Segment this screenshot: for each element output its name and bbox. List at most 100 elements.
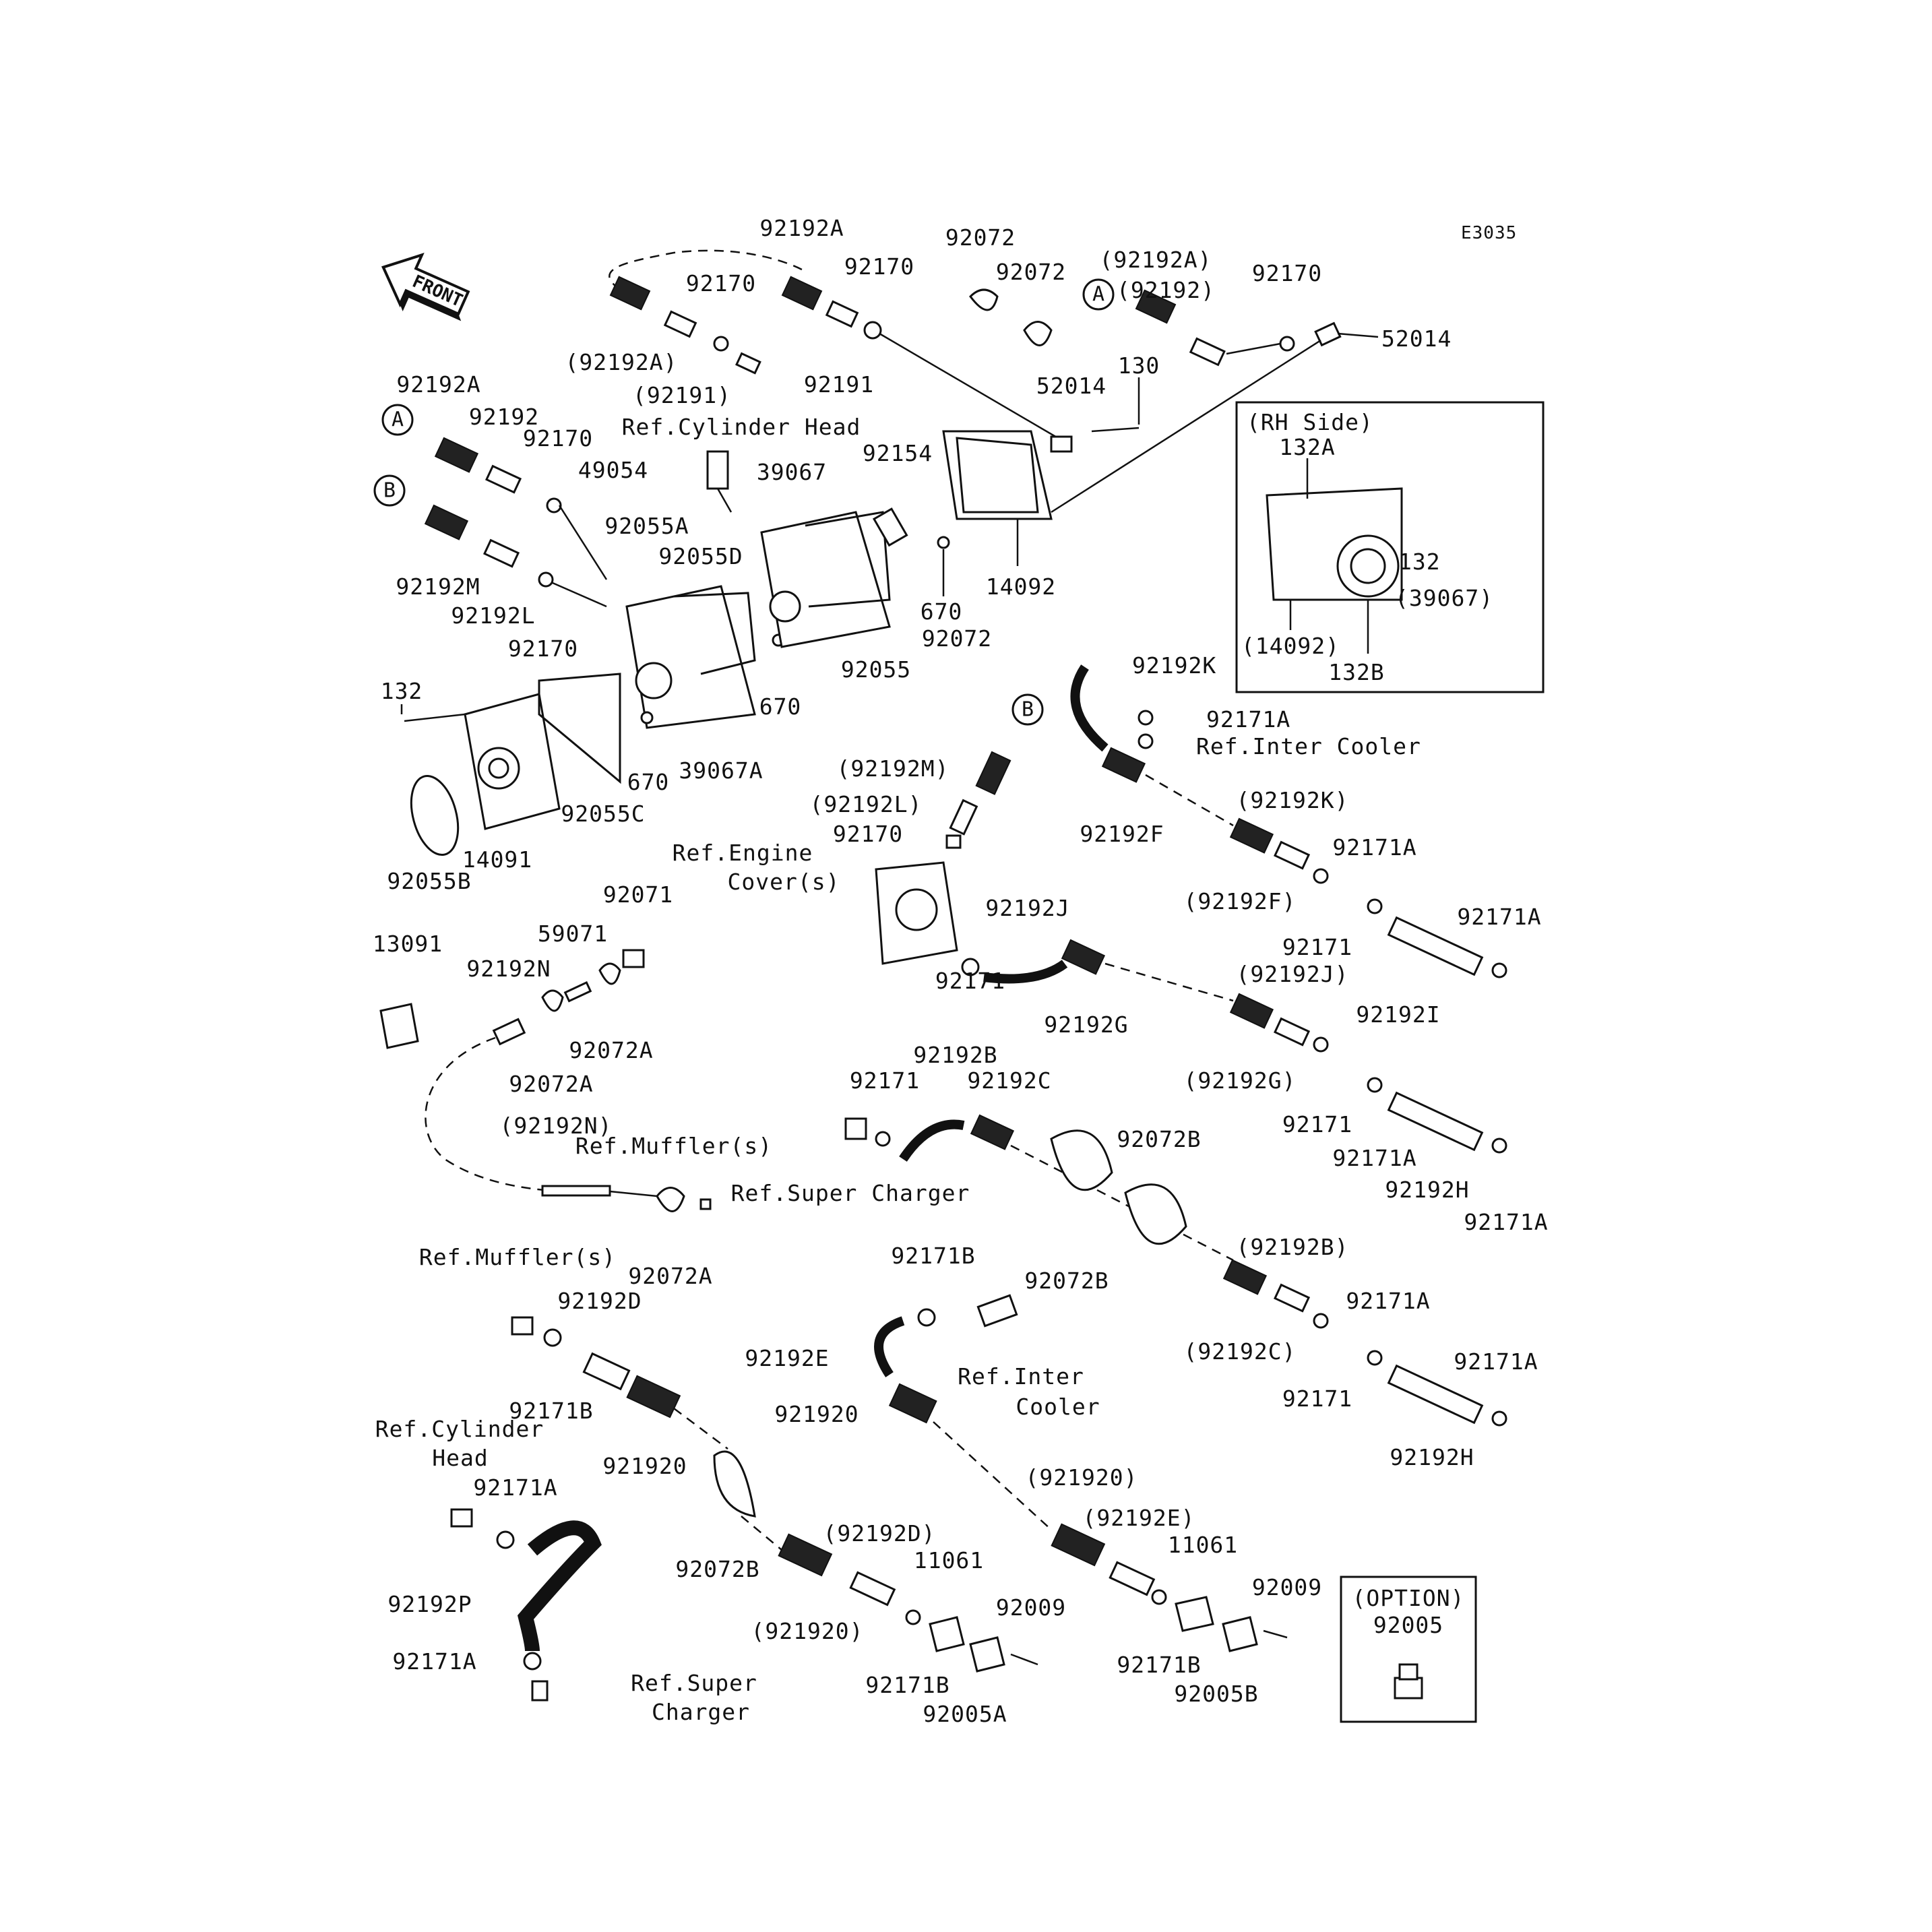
part-label-92192b: 92192B [913, 1042, 998, 1068]
part-label-92055d: 92055D [658, 543, 743, 569]
part-label-92009: 92009 [1251, 1574, 1323, 1600]
part-label-92171: 92171 [1282, 1385, 1353, 1412]
part-label-14092: 14092 [985, 573, 1057, 600]
part-label-92055a: 92055A [604, 513, 689, 539]
part-label-52014: 52014 [1036, 373, 1107, 399]
marker-a-left-text: A [392, 408, 404, 432]
cover-14091 [400, 673, 621, 856]
part-label-cover-s: Cover(s) [727, 869, 840, 895]
option-title: (OPTION) [1352, 1585, 1465, 1611]
part-label-92005b: 92005B [1174, 1681, 1259, 1707]
part-label-92171: 92171 [849, 1067, 921, 1094]
lower-hose-chain [511, 1294, 1288, 1673]
part-label-921920: (921920) [1025, 1464, 1138, 1491]
part-label-92072a: 92072A [628, 1263, 713, 1289]
part-label-92171a: 92171A [1346, 1288, 1431, 1314]
part-label-92170: 92170 [1251, 260, 1323, 286]
part-label-59071: 59071 [537, 921, 609, 947]
part-label-92005a: 92005A [923, 1701, 1007, 1727]
part-label-ref-muffler-s: Ref.Muffler(s) [575, 1133, 773, 1159]
part-label-92192i: 92192I [1356, 1001, 1441, 1028]
part-label-head: Head [432, 1445, 489, 1471]
part-label-charger: Charger [651, 1699, 751, 1725]
part-label-92192a: 92192A [396, 371, 481, 398]
part-label-92192n: 92192N [466, 956, 551, 982]
part-label-ref-inter: Ref.Inter [958, 1363, 1084, 1390]
part-label-ref-cylinder-head: Ref.Cylinder Head [621, 414, 861, 440]
part-label-92171b: 92171B [891, 1243, 976, 1269]
part-label-ref-muffler-s: Ref.Muffler(s) [418, 1244, 617, 1270]
left-hoses [424, 437, 608, 608]
part-label-ref-inter-cooler: Ref.Inter Cooler [1196, 733, 1421, 759]
part-label-92192d: 92192D [557, 1288, 642, 1314]
part-label-92192l: 92192L [451, 602, 536, 629]
part-label-39067: 39067 [756, 459, 828, 485]
part-label-92009: 92009 [995, 1594, 1067, 1621]
part-label-11061: 11061 [913, 1547, 985, 1573]
rh-side-title: (RH Side) [1247, 409, 1373, 435]
option-part-92005 [1394, 1663, 1423, 1700]
part-label-92171b: 92171B [865, 1672, 950, 1698]
part-label-92171a: 92171A [1332, 834, 1417, 861]
part-label-49054: 49054 [578, 457, 649, 483]
marker-b-left: B [373, 474, 406, 507]
part-label-92192: (92192) [1116, 277, 1216, 303]
part-label-92192: 92192 [468, 404, 540, 430]
part-label-92171: 92171 [935, 968, 1006, 994]
part-label-92171b: 92171B [509, 1398, 594, 1424]
part-label-92171a: 92171A [1464, 1209, 1549, 1235]
part-label-cooler: Cooler [1016, 1394, 1100, 1420]
part-label-13091: 13091 [372, 931, 443, 957]
part-label-92055c: 92055C [561, 801, 646, 827]
option-part-number: 92005 [1373, 1612, 1444, 1638]
part-label-92191: 92191 [803, 371, 875, 398]
part-label-92072: 92072 [921, 625, 993, 652]
part-label-92192m: 92192M [396, 573, 480, 600]
part-label-92154: 92154 [862, 440, 933, 466]
part-label-ref-super-charger: Ref.Super Charger [730, 1180, 970, 1206]
part-label-92192c: (92192C) [1183, 1338, 1297, 1365]
part-label-39067a: 39067A [679, 757, 764, 784]
part-label-92192h: 92192H [1390, 1444, 1474, 1470]
part-label-92171a: 92171A [1332, 1145, 1417, 1171]
part-label-92192n: (92192N) [499, 1113, 613, 1139]
part-label-92192a: (92192A) [1099, 247, 1212, 273]
part-label-92171a: 92171A [1206, 706, 1291, 733]
part-label-92192g: (92192G) [1183, 1067, 1297, 1094]
part-label-92072b: 92072B [675, 1556, 760, 1582]
part-label-92055b: 92055B [387, 868, 472, 894]
part-label-92192f: 92192F [1080, 821, 1164, 847]
cover-39067 [706, 450, 891, 648]
part-label-92192h: 92192H [1385, 1177, 1470, 1203]
part-label-92170: 92170 [522, 425, 594, 451]
marker-a-left: A [381, 404, 414, 436]
part-label-92171: 92171 [1282, 934, 1353, 960]
part-label-92171a: 92171A [473, 1474, 558, 1501]
marker-b-mid: B [1011, 693, 1044, 726]
part-label-670: 670 [759, 693, 802, 720]
rh-side-inset-box [1235, 401, 1545, 693]
part-label-92171a: 92171A [1457, 904, 1542, 930]
part-label-92171a: 92171A [392, 1648, 477, 1675]
part-label-92171b: 92171B [1117, 1652, 1202, 1678]
marker-a-top-text: A [1092, 283, 1104, 307]
middle-hose-chain [875, 664, 1507, 1154]
part-label-92192a: (92192A) [565, 349, 678, 375]
part-label-92192a: 92192A [759, 215, 844, 241]
part-label-92192k: 92192K [1132, 652, 1217, 679]
part-label-921920: 921920 [774, 1401, 859, 1427]
part-label-92072a: 92072A [509, 1071, 594, 1097]
option-box [1340, 1576, 1477, 1723]
part-label-92170: 92170 [844, 253, 915, 280]
left-lower-hoses [379, 949, 685, 1212]
part-label-ref-cylinder: Ref.Cylinder [375, 1416, 544, 1442]
part-label-132b: 132B [1328, 659, 1385, 685]
left-bottom-hose [450, 1508, 602, 1702]
rh-side-cover [1266, 458, 1403, 654]
part-label-132: 132 [1398, 549, 1441, 575]
part-label-14091: 14091 [462, 846, 533, 873]
part-label-92171: 92171 [1282, 1111, 1353, 1138]
part-label-670: 670 [627, 769, 670, 795]
part-label-92055: 92055 [840, 656, 912, 683]
